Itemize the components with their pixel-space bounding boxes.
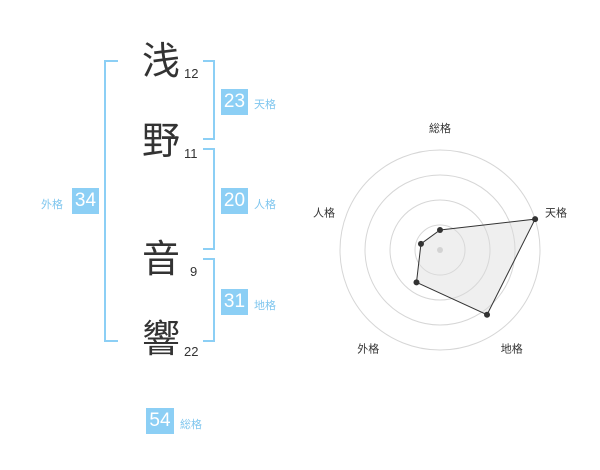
stroke-count-2: 11 (184, 146, 198, 161)
chikaku-label: 地格 (254, 299, 276, 312)
name-char-2: 野 (142, 119, 181, 163)
jinkaku-bracket (203, 148, 215, 250)
radar-axis-label-3: 地格 (501, 342, 523, 356)
radar-axis-label-2: 天格 (545, 205, 567, 219)
name-char-3: 音 (142, 237, 181, 281)
radar-grid-ring-1 (414, 224, 466, 276)
soukaku-label: 総格 (180, 418, 202, 431)
chikaku-bracket (203, 258, 215, 342)
gaikaku-label: 外格 (41, 198, 63, 211)
tenkaku-bracket (203, 60, 215, 140)
stroke-count-4: 22 (184, 344, 199, 359)
radar-point-2 (532, 216, 539, 223)
gaikaku-bracket (104, 60, 118, 342)
radar-point-4 (413, 279, 420, 286)
chikaku-value: 31 (221, 289, 248, 315)
name-char-4: 響 (142, 317, 181, 361)
radar-point-5 (417, 240, 424, 247)
radar-axis-label-1: 総格 (429, 121, 451, 135)
soukaku-value: 54 (146, 408, 174, 434)
jinkaku-label: 人格 (254, 198, 276, 211)
radar-grid-ring-2 (389, 199, 491, 301)
radar-axis-label-5: 人格 (313, 205, 335, 219)
radar-center-dot (437, 247, 443, 253)
name-char-1: 浅 (142, 39, 181, 83)
radar-point-1 (437, 227, 443, 233)
radar-grid-ring-3 (364, 174, 516, 326)
radar-point-3 (484, 311, 491, 318)
tenkaku-label: 天格 (254, 98, 276, 111)
jinkaku-value: 20 (221, 188, 248, 214)
radar-series-polygon (415, 218, 536, 316)
tenkaku-value: 23 (221, 89, 248, 115)
radar-grid-ring-4 (339, 149, 541, 351)
stroke-count-1: 12 (184, 66, 199, 81)
gaikaku-value: 34 (72, 188, 99, 214)
stroke-count-3: 9 (190, 264, 198, 279)
radar-axis-label-4: 外格 (357, 342, 379, 356)
